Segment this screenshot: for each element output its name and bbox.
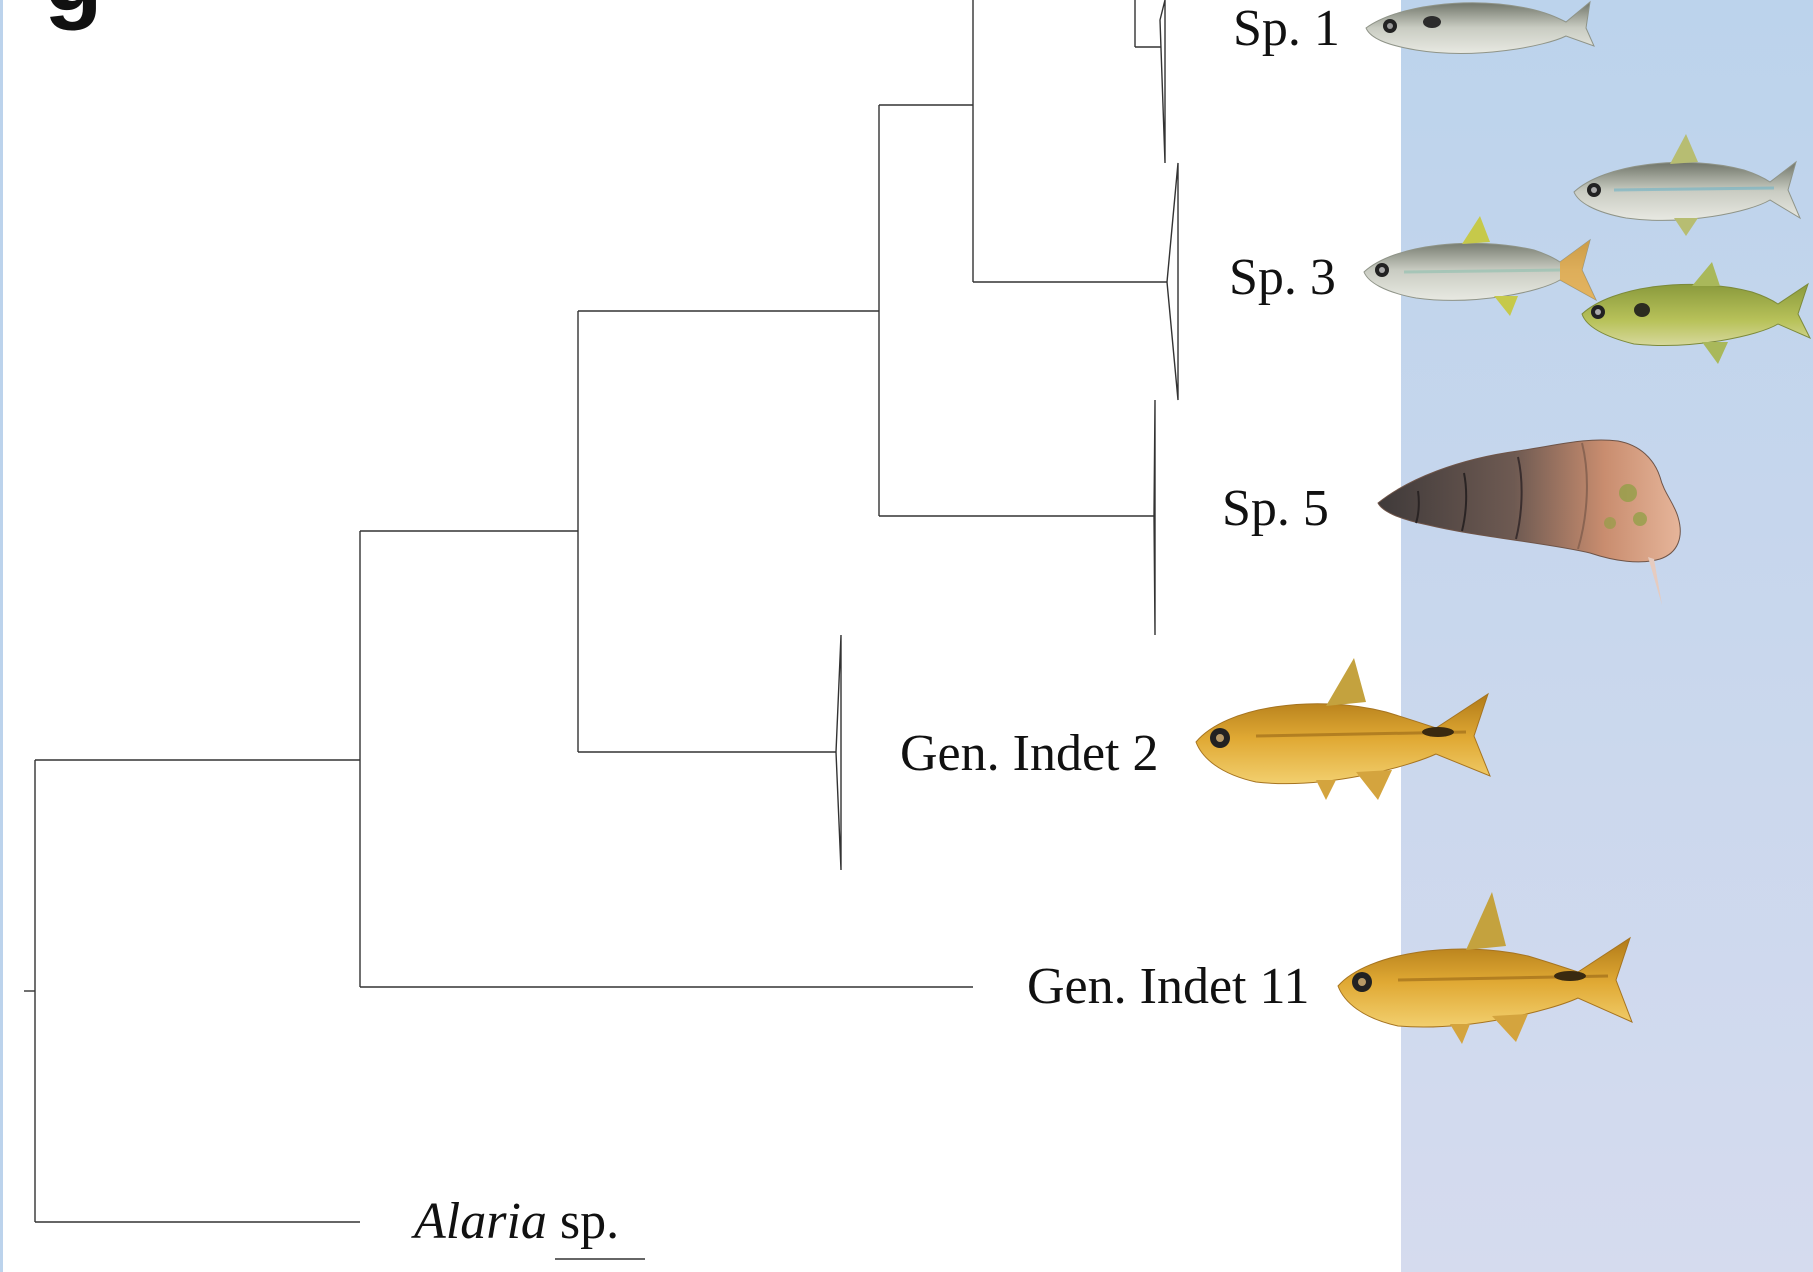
alaria-genus-name: Alaria: [411, 1193, 547, 1250]
taxon-label-gen-indet-2: Gen. Indet 2: [900, 725, 1158, 782]
sp3-clade-triangle: [1167, 163, 1178, 400]
taxon-label-sp1: Sp. 1: [1233, 0, 1340, 57]
taxon-label-alaria: Alaria sp.: [411, 1193, 619, 1250]
gen2-clade-triangle: [836, 635, 841, 870]
panel-letter: g: [44, 0, 103, 31]
taxon-label-gen-indet-11: Gen. Indet 11: [1027, 958, 1310, 1015]
tree-branches: [24, 0, 1168, 1222]
left-edge-strip: [0, 0, 3, 1272]
sp5-clade-triangle: [1154, 400, 1155, 635]
sp1-clade-triangle: [1160, 0, 1165, 163]
taxon-label-sp5: Sp. 5: [1222, 480, 1329, 537]
taxon-labels: Sp. 1 Sp. 3 Sp. 5 Gen. Indet 2 Gen. Inde…: [411, 0, 1340, 1250]
taxon-label-sp3: Sp. 3: [1229, 249, 1336, 306]
alaria-sp-suffix: sp.: [547, 1193, 619, 1250]
